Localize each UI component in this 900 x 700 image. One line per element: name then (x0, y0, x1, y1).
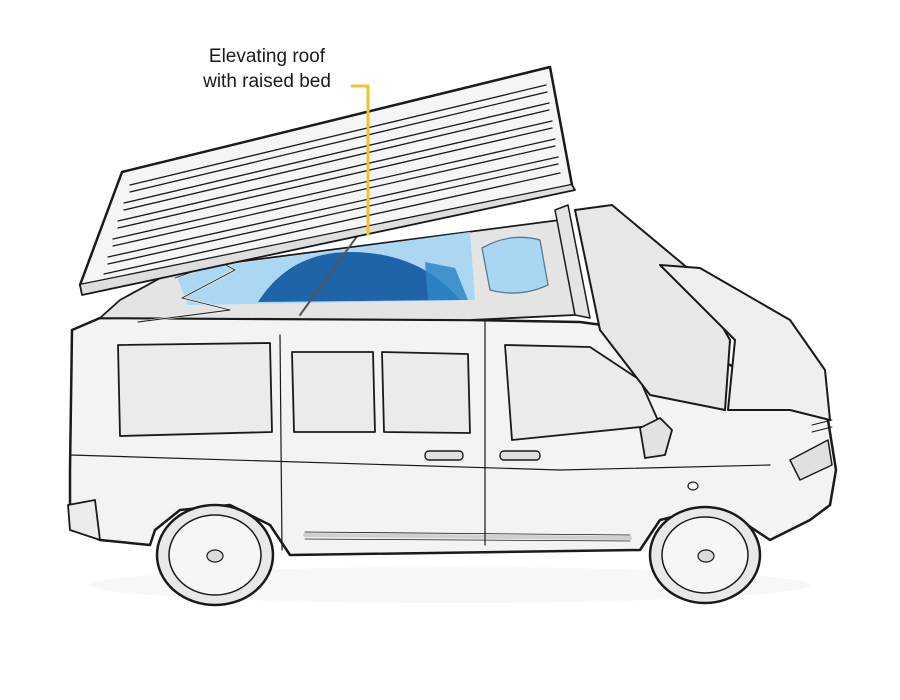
callout-line-1: Elevating roof (208, 46, 326, 67)
ground-shadow (90, 567, 810, 603)
headlight (789, 439, 833, 481)
door-handle-front (499, 450, 541, 461)
rear-bumper (67, 499, 101, 541)
front-grille (811, 419, 833, 433)
side-mirror (639, 417, 673, 459)
bed-pillow (481, 236, 549, 294)
callout-leader-line (350, 84, 370, 236)
roof-panel-edge (79, 184, 576, 296)
door-seam-middle (279, 334, 283, 551)
sliding-window-left (291, 351, 376, 433)
rear-wheel (155, 503, 275, 607)
callout-label: Elevating roof with raised bed (182, 44, 352, 94)
door-handle-sliding (424, 450, 464, 461)
sliding-window-right (381, 351, 471, 434)
front-door-window (504, 344, 661, 441)
b-pillar (554, 204, 591, 319)
roof-strut (299, 234, 359, 316)
raised-bed-highlight (425, 262, 468, 300)
rear-side-window (117, 342, 273, 437)
callout-line-2: with raised bed (203, 71, 331, 92)
elevating-roof-panel (78, 65, 574, 287)
body-skirt-line (69, 454, 771, 471)
roof-ribs (103, 84, 561, 275)
windshield (574, 204, 731, 411)
rocker-strip-outline (304, 531, 631, 542)
fuel-cap (687, 481, 699, 491)
rocker-strip (303, 533, 632, 540)
front-wheel (648, 505, 762, 605)
raised-bed-shadow (258, 252, 460, 302)
